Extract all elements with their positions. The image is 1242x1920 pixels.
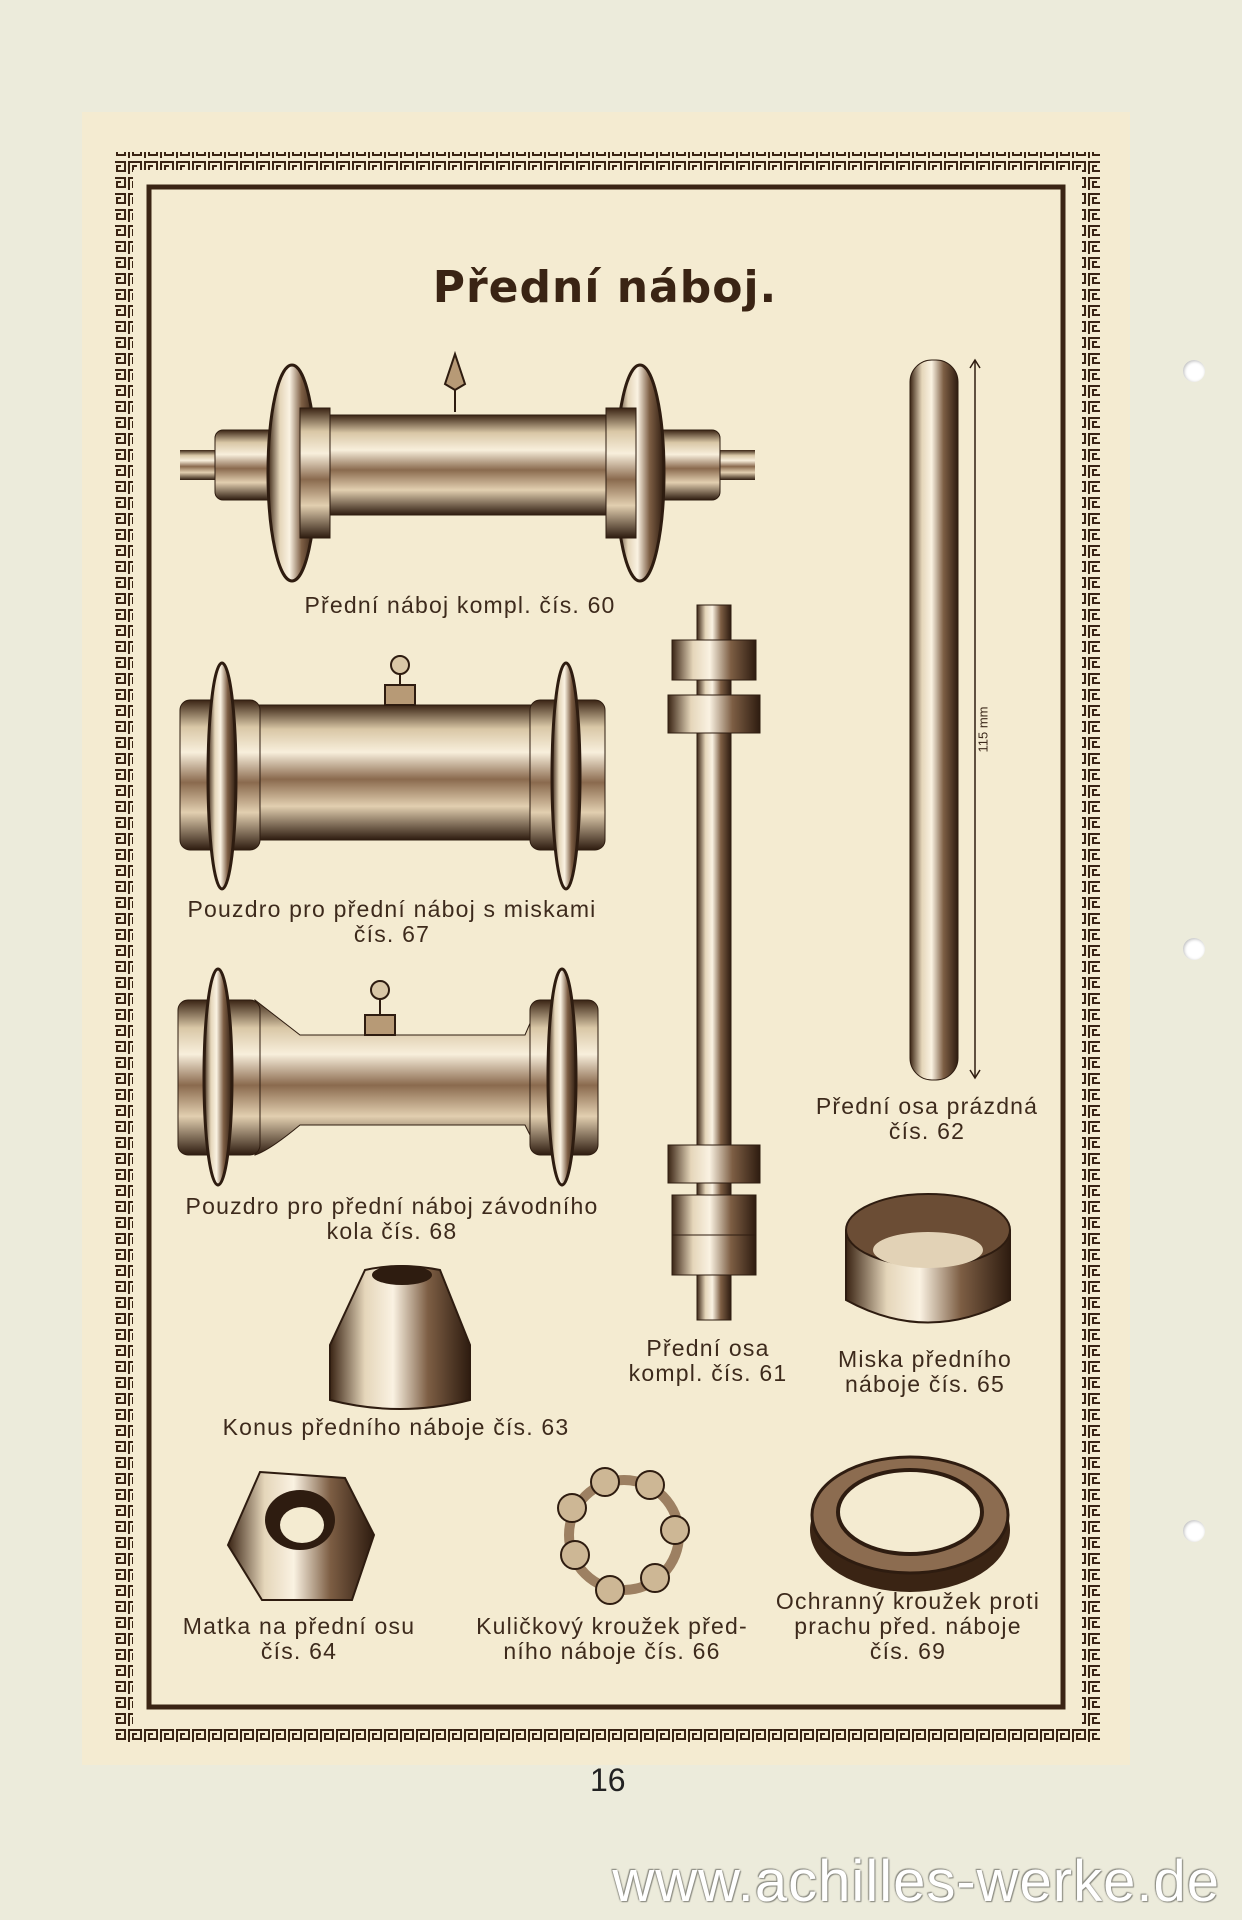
page-title: Přední náboj.: [432, 262, 778, 313]
caption-line: Ochranný kroužek proti: [775, 1588, 1041, 1614]
caption-line: čís. 69: [869, 1638, 947, 1664]
caption-line: Kuličkový kroužek před-: [476, 1613, 748, 1639]
caption-line: kola čís. 68: [326, 1218, 458, 1244]
caption-line: čís. 62: [888, 1118, 966, 1144]
caption-line: Pouzdro pro přední náboj závodního: [185, 1193, 599, 1219]
axle-61-illustration: [667, 604, 761, 1321]
caption-ballring-66: Kuličkový kroužek před-ního náboje čís. …: [476, 1614, 748, 1664]
punch-hole: [1183, 1520, 1205, 1542]
caption-line: Pouzdro pro přední náboj s miskami: [187, 896, 597, 922]
caption-line: Přední osa prázdná: [815, 1093, 1039, 1119]
hub-60-illustration: [180, 350, 755, 583]
caption-line: Přední náboj kompl. čís. 60: [304, 592, 616, 618]
cup-65-illustration: [845, 1193, 1011, 1324]
shell-67-illustration: [179, 655, 606, 891]
caption-line: Konus předního náboje čís. 63: [222, 1414, 570, 1440]
caption-line: ního náboje čís. 66: [503, 1638, 721, 1664]
axle-62-illustration: [909, 358, 981, 1081]
greek-key-border: [115, 152, 1100, 1745]
punch-hole: [1183, 938, 1205, 960]
punch-hole: [1183, 360, 1205, 382]
caption-line: čís. 64: [260, 1638, 338, 1664]
page-number: 16: [590, 1762, 626, 1798]
caption-hub-60: Přední náboj kompl. čís. 60: [304, 593, 615, 618]
caption-line: náboje čís. 65: [844, 1371, 1005, 1397]
dimension-label: 115 mm: [975, 706, 991, 753]
caption-line: prachu před. náboje: [794, 1613, 1022, 1639]
caption-cone-63: Konus předního náboje čís. 63: [223, 1415, 570, 1440]
caption-line: Miska předního: [837, 1346, 1013, 1372]
watermark: www.achilles-werke.de: [612, 1849, 1220, 1914]
caption-line: Přední osa: [646, 1335, 770, 1361]
shell-68-illustration: [177, 967, 599, 1187]
caption-line: kompl. čís. 61: [628, 1360, 788, 1386]
caption-line: čís. 67: [353, 921, 431, 947]
caption-line: Matka na přední osu: [182, 1613, 416, 1639]
dust-ring-69-illustration: [810, 1455, 1010, 1592]
cone-63-illustration: [329, 1265, 471, 1410]
ball-ring-66-illustration: [557, 1467, 690, 1605]
nut-64-illustration: [226, 1470, 376, 1601]
